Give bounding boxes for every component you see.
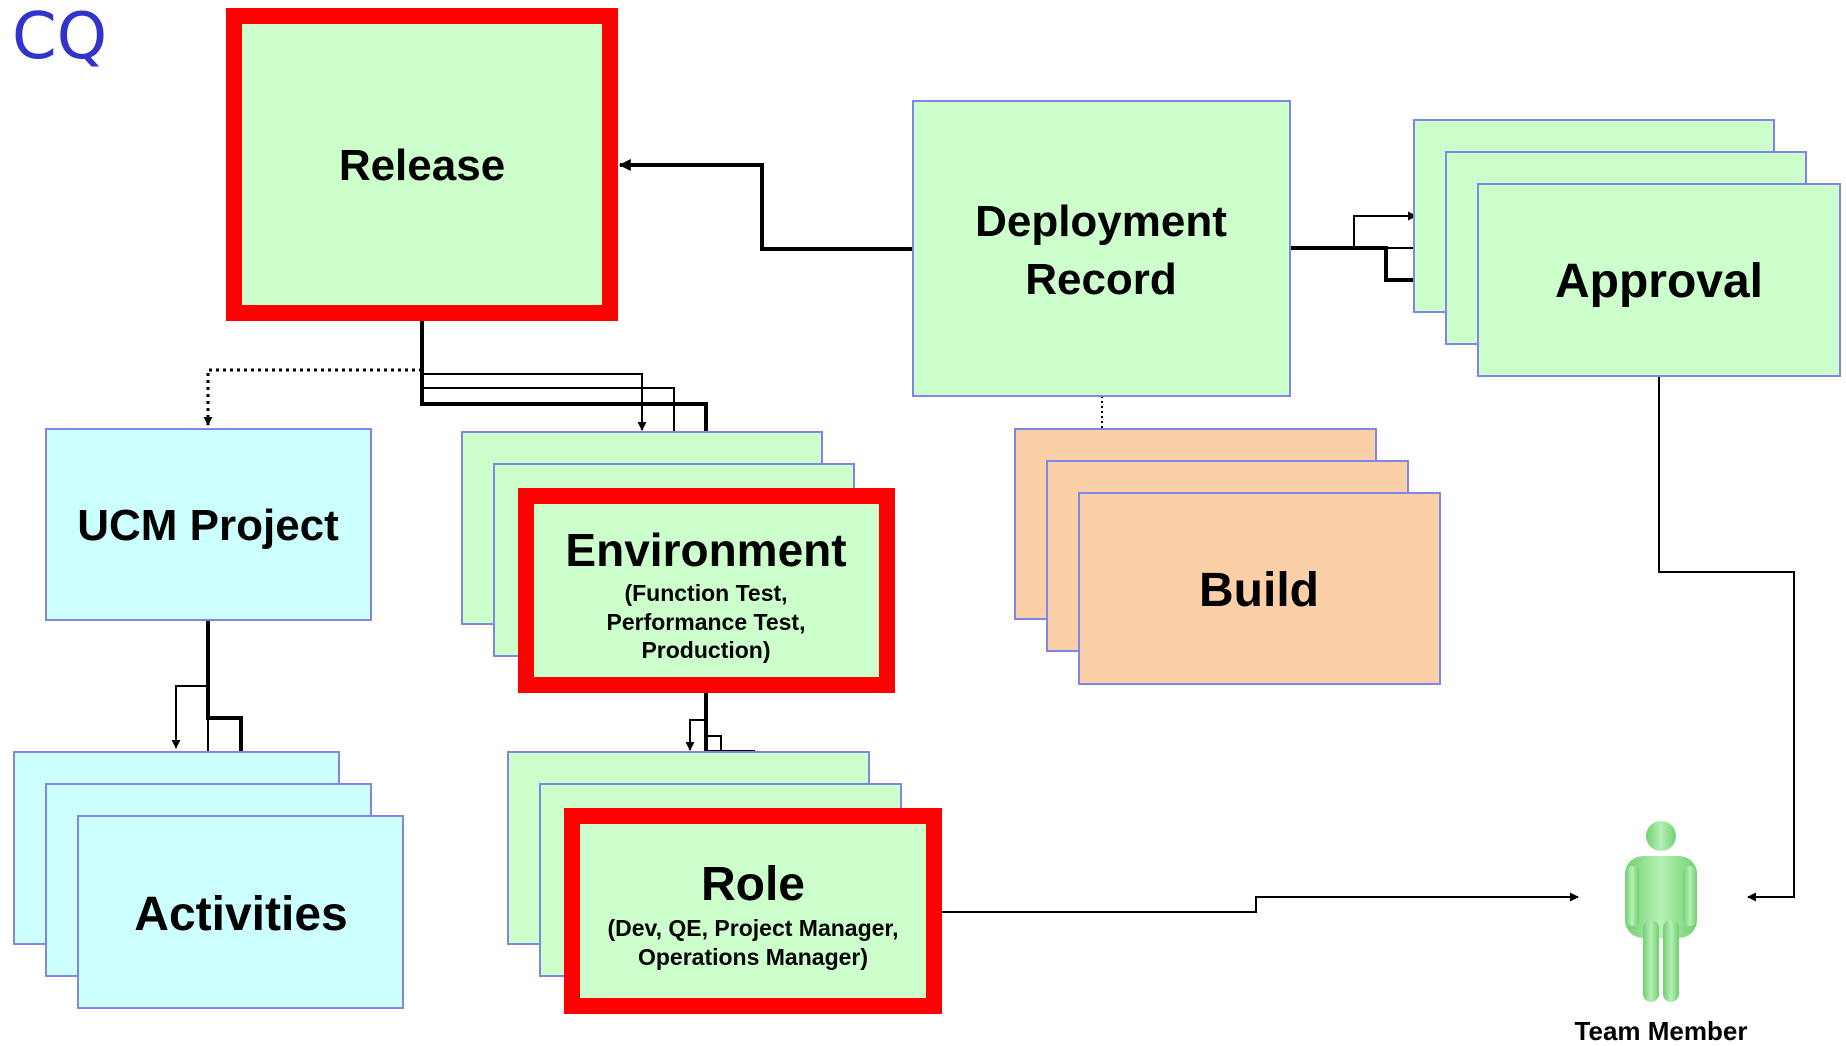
approval-box <box>1477 183 1841 377</box>
role-detail-line2: Operations Manager) <box>638 944 868 970</box>
role-node[interactable]: Role (Dev, QE, Project Manager, Operatio… <box>507 751 942 1014</box>
approval-node[interactable]: Approval <box>1413 119 1841 377</box>
connector-release-to-ucm <box>203 368 422 426</box>
release-title: Release <box>339 141 505 190</box>
build-node[interactable]: Build <box>1014 428 1441 685</box>
deployment-record-title-line1: Deployment <box>975 197 1227 246</box>
connector-ucm-to-activities <box>206 620 243 752</box>
deployment-record-title-line2: Record <box>1025 255 1177 304</box>
environment-detail-line3: Production) <box>641 637 770 663</box>
deployment-record-box <box>912 100 1291 397</box>
activities-box <box>77 815 404 1009</box>
person-icon <box>1625 821 1697 1002</box>
role-detail-line1: (Dev, QE, Project Manager, <box>607 915 898 941</box>
ucm-project-node[interactable]: UCM Project <box>45 428 372 621</box>
deployment-record-node[interactable]: Deployment Record <box>912 100 1291 397</box>
build-title: Build <box>1199 564 1319 617</box>
activities-title: Activities <box>134 888 347 941</box>
environment-detail-line1: (Function Test, <box>624 580 787 606</box>
connector-release-to-environment-2 <box>422 373 647 431</box>
ucm-project-box <box>45 428 372 621</box>
connector-environment-to-role-2 <box>685 719 706 751</box>
connector-ucm-to-activities-2 <box>171 685 208 749</box>
connector-role-to-team-member <box>942 892 1579 913</box>
activities-node[interactable]: Activities <box>13 751 404 1009</box>
connector-deployment-to-release <box>618 159 913 251</box>
connector-deployment-to-approval-2 <box>1353 211 1417 248</box>
release-box <box>226 8 618 321</box>
connector-approval-to-team-member <box>1658 376 1795 902</box>
build-box <box>1078 492 1441 685</box>
environment-detail-line2: Performance Test, <box>607 609 806 635</box>
team-member-node[interactable]: Team Member <box>1575 821 1748 1046</box>
corner-label: CQ <box>12 0 107 74</box>
ucm-project-title: UCM Project <box>77 501 339 550</box>
environment-box <box>518 488 895 693</box>
environment-node[interactable]: Environment (Function Test, Performance … <box>461 431 895 693</box>
release-node[interactable]: Release <box>226 8 618 321</box>
role-box <box>564 808 942 1014</box>
role-title: Role <box>701 858 805 911</box>
approval-title: Approval <box>1555 255 1763 308</box>
environment-title: Environment <box>565 524 846 576</box>
team-member-label: Team Member <box>1575 1016 1748 1046</box>
